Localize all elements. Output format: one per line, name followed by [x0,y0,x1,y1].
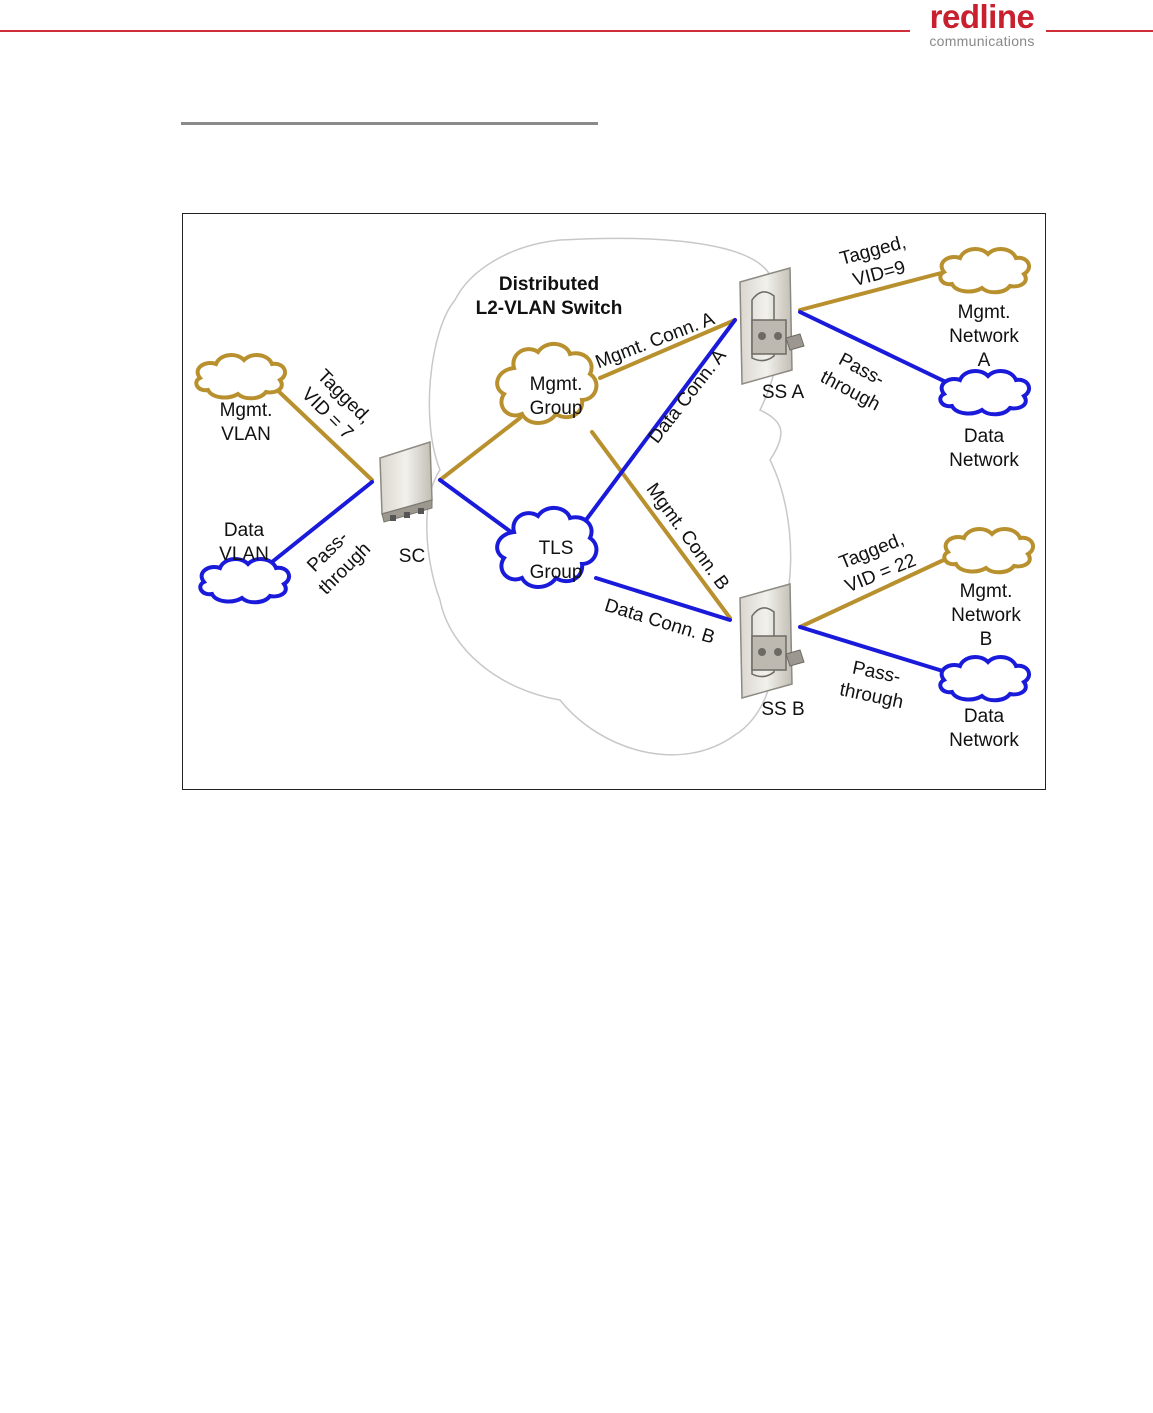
mgmt-network-a-label-2: Network [949,326,1019,347]
data-network-b-label-2: Network [949,730,1019,751]
mgmt-network-a-label-3: A [978,350,991,371]
ss-a-device-icon [739,267,805,385]
link-ssa-pass [798,310,948,384]
tls-group-label-1: TLS [539,538,574,559]
data-network-b-cloud [938,655,1032,703]
link-mgmt-conn-a [598,318,737,380]
data-vlan-label-1: Data [224,520,265,541]
ssb-tagged-label: Tagged, VID = 22 [836,529,919,597]
mgmt-network-a-cloud [938,247,1032,295]
sc-device-icon [379,440,433,523]
link-mgmt-conn-b [590,430,732,620]
link-mgmt-vlan-sc [270,383,374,482]
mgmt-vlan-cloud [194,353,288,401]
data-vlan-cloud [198,557,292,605]
mgmt-network-b-cloud [942,527,1036,575]
link-sc-tls-group [438,478,524,542]
mgmt-conn-b-label: Mgmt. Conn. B [642,479,733,594]
ss-b-label: SS B [761,699,804,720]
logo-subtitle: communications [929,33,1035,49]
mgmt-network-b-label-1: Mgmt. [960,581,1013,602]
switch-title-line2: L2-VLAN Switch [476,298,623,319]
data-network-b-label-1: Data [964,706,1005,727]
data-network-a-cloud [938,369,1032,417]
header-rule-right [1046,30,1153,32]
data-links [260,310,948,674]
link-data-vlan-sc [260,480,374,572]
mgmt-group-label-2: Group [530,398,583,419]
logo-wordmark: redline [929,0,1035,35]
data-vlan-label-2: VLAN [219,544,269,565]
tls-group-cloud [495,506,599,589]
mgmt-links [270,270,950,629]
figure-frame [182,213,1046,790]
data-conn-b-label: Data Conn. B [602,595,717,648]
redline-logo: redline communications [920,0,1044,48]
switch-title-line1: Distributed [499,274,599,295]
data-conn-a-label: Data Conn. A [645,345,731,447]
mgmt-group-cloud [495,342,599,425]
ssb-pass-label: Pass- through [838,657,905,713]
section-divider [181,122,598,125]
link-sc-mgmt-group [438,416,522,482]
mgmt-vlan-label-2: VLAN [221,424,271,445]
mgmt-network-b-label-2: Network [951,605,1021,626]
link-ssb-pass [798,625,948,674]
sc-label: SC [399,546,425,567]
link-data-conn-a [578,318,737,530]
ss-b-device-icon [739,583,805,699]
link-ssb-tagged [798,556,950,629]
mgmt-network-b-label-3: B [980,629,993,650]
ssa-pass-label: Pass- through [817,349,888,415]
ss-a-label: SS A [762,382,805,403]
tls-group-label-2: Group [530,562,583,583]
mgmt-group-label-1: Mgmt. [530,374,583,395]
sc-tagged-label: Tagged, VID = 7 [297,366,375,444]
link-data-conn-b [594,576,732,622]
data-network-a-label-1: Data [964,426,1005,447]
header-rule-left [0,30,910,32]
data-network-a-label-2: Network [949,450,1019,471]
mgmt-network-a-label-1: Mgmt. [958,302,1011,323]
link-ssa-tagged [798,270,947,312]
mgmt-vlan-label-1: Mgmt. [220,400,273,421]
